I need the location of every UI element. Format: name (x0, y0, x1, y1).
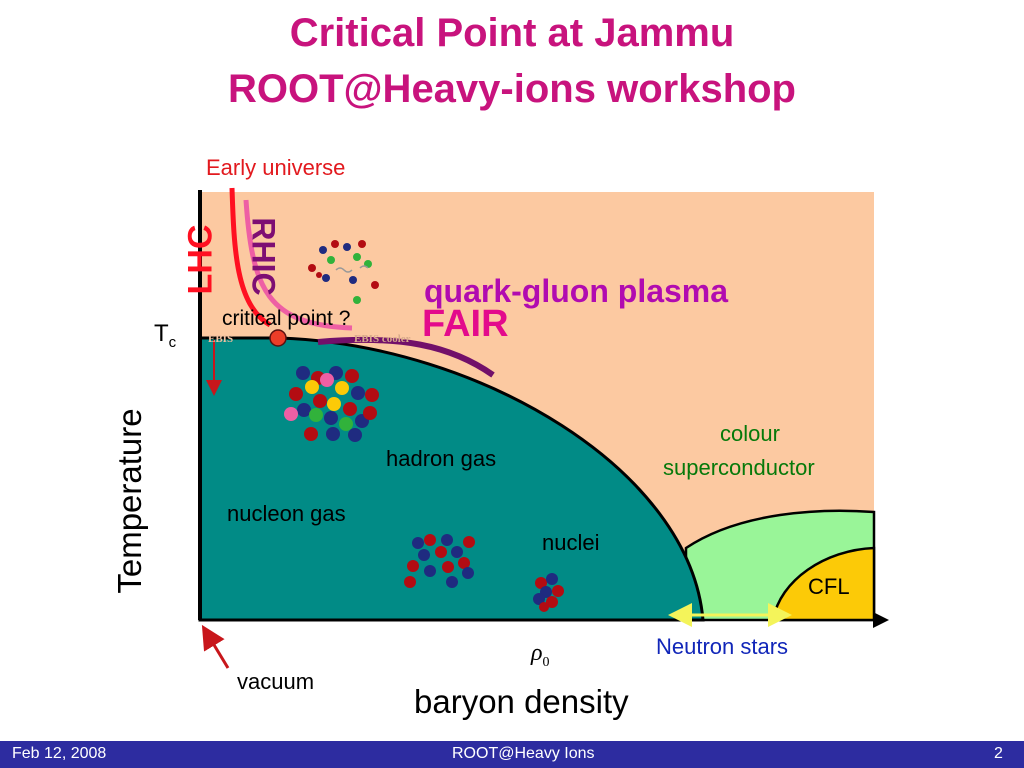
rho0-label: ρ0 (531, 640, 550, 671)
rho-symbol: ρ (531, 640, 543, 666)
tc-subscript: c (168, 333, 177, 351)
temperature-label: Temperature (111, 408, 148, 594)
slide-title-line-2: ROOT@Heavy-ions workshop (228, 67, 796, 111)
hadron-gas-label: hadron gas (386, 446, 497, 471)
lhc-label-container: LHC (181, 220, 228, 304)
rhic-label: RHIC (245, 217, 282, 296)
lhc-label: LHC (181, 224, 220, 295)
rhic-label-container: RHIC (246, 208, 292, 308)
critical-point-label: critical point ? (222, 307, 351, 330)
ebis-cooler-label: EBIS cooler (354, 333, 411, 345)
nucleon-gas-particles (404, 534, 475, 588)
fair-trajectory (317, 336, 495, 378)
footer-bar: Feb 12, 2008 ROOT@Heavy Ions 2 (0, 741, 1024, 768)
nuclei-particles (533, 573, 564, 612)
tc-main: T (154, 320, 169, 347)
temperature-label-container: Temperature (40, 408, 220, 593)
colour-label: colour (720, 421, 780, 446)
rhic-trajectory (243, 199, 353, 331)
neutron-stars-label: Neutron stars (656, 634, 789, 659)
ebis-label-left: EBIS (208, 333, 234, 345)
nucleon-gas-label: nucleon gas (227, 501, 346, 526)
early-universe-label: Early universe (206, 155, 346, 180)
qgp-particles (308, 240, 379, 304)
fair-label: FAIR (422, 303, 509, 345)
nuclei-label: nuclei (542, 530, 600, 555)
baryon-density-label: baryon density (414, 683, 629, 720)
superconductor-label: superconductor (663, 455, 815, 480)
hadron-gas-particles (284, 366, 379, 442)
footer-date: Feb 12, 2008 (12, 745, 107, 762)
footer-page-number: 2 (994, 745, 1003, 762)
tc-label: Tc (154, 320, 176, 351)
qgp-label: quark-gluon plasma (424, 273, 729, 309)
cfl-label: CFL (808, 574, 850, 599)
slide-title-line-1: Critical Point at Jammu (289, 11, 735, 55)
rho-subscript: 0 (542, 654, 550, 670)
critical-point-dot (269, 329, 287, 347)
footer-center-title: ROOT@Heavy Ions (452, 745, 595, 762)
vacuum-label: vacuum (237, 669, 315, 694)
hadron-region (198, 336, 705, 622)
vacuum-arrow (201, 624, 230, 669)
phase-diagram (198, 187, 889, 669)
lhc-trajectory (229, 187, 272, 328)
